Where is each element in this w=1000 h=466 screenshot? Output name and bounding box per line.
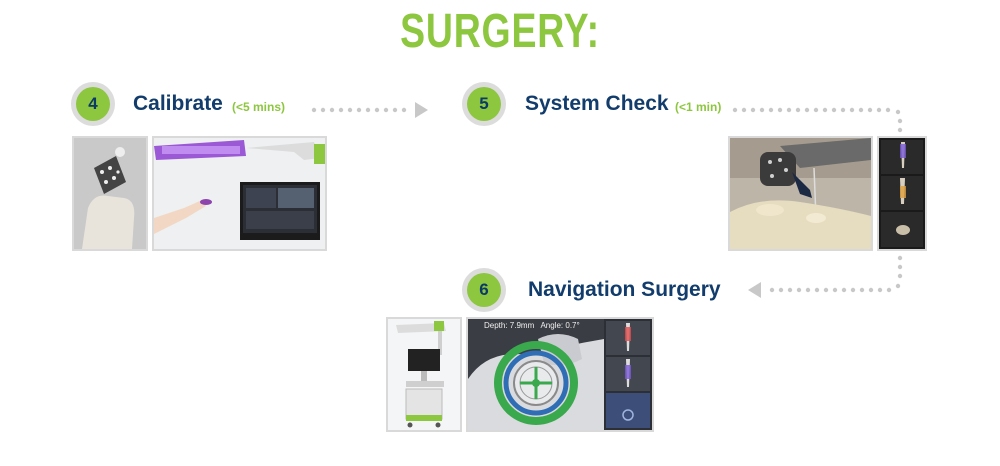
- arrow-system-check-to-navigation: [732, 107, 903, 298]
- step-time-system-check: (<1 min): [675, 100, 722, 114]
- photo-navigation-cart: [386, 317, 462, 432]
- step-label-navigation-surgery: Navigation Surgery: [528, 278, 721, 301]
- step-label-system-check: System Check: [525, 92, 669, 115]
- step-number-badge: 4: [76, 87, 110, 121]
- photo-tracker-hand: [72, 136, 148, 251]
- step-number-badge: 5: [467, 87, 501, 121]
- photo-system-check-drill: [728, 136, 873, 251]
- arrow-calibrate-to-system-check: [311, 102, 428, 118]
- photo-calibration-monitor: [152, 136, 327, 251]
- photo-navigation-screen: Depth: 7.9mm Angle: 0.7°: [466, 317, 654, 432]
- screen-readout: Depth: 7.9mm Angle: 0.7°: [484, 321, 580, 330]
- page-title: SURGERY:: [400, 5, 600, 58]
- step-label-calibrate: Calibrate: [133, 92, 223, 115]
- step-time-calibrate: (<5 mins): [232, 100, 286, 114]
- photo-system-check-xray: [877, 136, 927, 251]
- step-number-badge: 6: [467, 273, 501, 307]
